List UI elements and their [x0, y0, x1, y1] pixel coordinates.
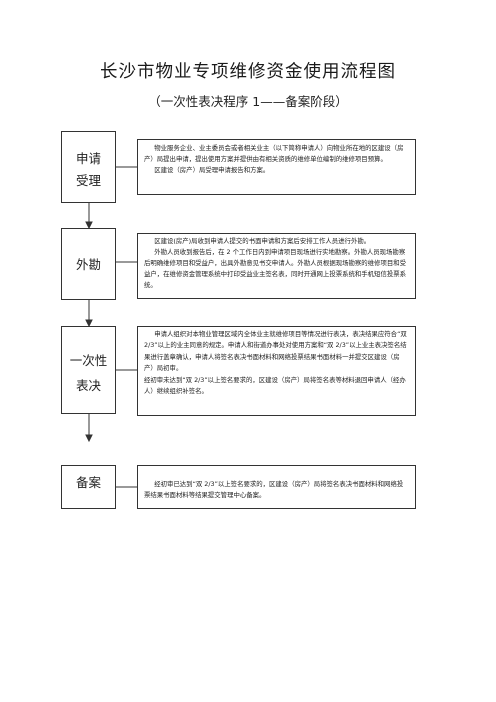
- stage-content-application: 物业服务企业、业主委员会或者相关业主（以下简称申请人）向物业所在地的区建设（房产…: [137, 139, 416, 195]
- content-paragraph: 区建设（房产）局受理申请报告和方案。: [154, 166, 270, 175]
- stage-box-voting: 一次性 表决: [61, 326, 116, 414]
- stage-content-filing: 经初审已达到“双 2/3”以上签名要求的，区建设（房产）局将签名表决书面材料和网…: [137, 465, 416, 509]
- content-paragraph: 外勘人员收到报告后，在 2 个工作日内到申请项目现场进行实地勘察。外勘人员现场勘…: [144, 248, 407, 290]
- arrow-3-head: [85, 434, 93, 443]
- content-paragraph: 物业服务企业、业主委员会或者相关业主（以下简称申请人）向物业所在地的区建设（房产…: [144, 144, 404, 164]
- stage-content-inspection: 区建设(房产)局收到申请人提交的书面申请和方案后安排工作人员进行外勘。 外勘人员…: [137, 233, 416, 299]
- arrow-1-head: [85, 221, 93, 230]
- stage-content-voting: 申请人组织对本物业管理区域内全体业主就维修项目等情况进行表决，表决结果应符合“双…: [137, 326, 416, 416]
- content-paragraph: 经初审未达到“双 2/3”以上签名要求的，区建设（房产）局将签名表等材料退回申请…: [144, 375, 406, 395]
- stage-label-line: 受理: [75, 173, 101, 188]
- content-paragraph: 申请人组织对本物业管理区域内全体业主就维修项目等情况进行表决，表决结果应符合“双…: [144, 330, 407, 373]
- content-paragraph: 区建设(房产)局收到申请人提交的书面申请和方案后安排工作人员进行外勘。: [154, 237, 371, 245]
- arrow-2-head: [85, 319, 93, 328]
- stage-label-line: 表决: [75, 378, 101, 393]
- content-paragraph: 经初审已达到“双 2/3”以上签名要求的，区建设（房产）局将签名表决书面材料和网…: [144, 480, 404, 500]
- stage-box-inspection: 外勘: [61, 228, 116, 300]
- stage-label-line: 备案: [75, 475, 101, 490]
- stage-label-line: 外勘: [75, 257, 101, 272]
- page-title: 长沙市物业专项维修资金使用流程图: [100, 62, 396, 82]
- stage-label-line: 一次性: [69, 353, 108, 368]
- page-subtitle: （一次性表决程序 1——备案阶段）: [148, 94, 348, 109]
- stage-box-application: 申请 受理: [61, 131, 116, 203]
- stage-box-filing: 备案: [61, 465, 116, 509]
- stage-label-line: 申请: [75, 151, 101, 166]
